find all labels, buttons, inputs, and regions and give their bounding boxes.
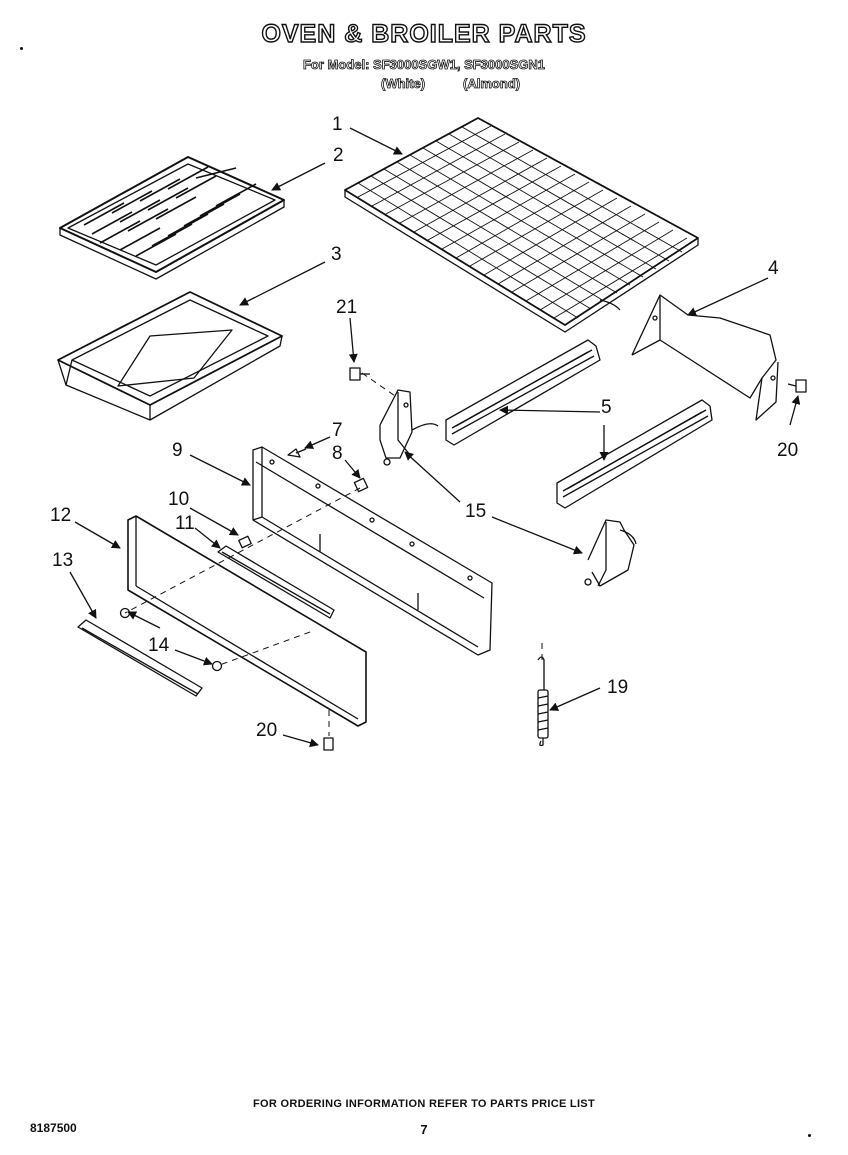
registration-mark xyxy=(20,47,23,50)
broiler-grid xyxy=(59,156,285,280)
broiler-pan xyxy=(57,291,283,421)
callout-19: 19 xyxy=(607,677,628,698)
callout-20-right: 20 xyxy=(777,440,798,461)
callout-10: 10 xyxy=(168,489,189,510)
callout-5: 5 xyxy=(601,397,612,418)
callout-3: 3 xyxy=(331,244,342,265)
callout-1: 1 xyxy=(332,114,343,135)
callout-8: 8 xyxy=(332,443,343,464)
callout-21: 21 xyxy=(336,297,357,318)
callout-2: 2 xyxy=(333,145,344,166)
screw-20-bottom xyxy=(323,737,334,751)
handle-bracket xyxy=(217,545,335,619)
rack-support-lower xyxy=(556,399,713,509)
rack-support-upper xyxy=(445,339,601,446)
ordering-note: FOR ORDERING INFORMATION REFER TO PARTS … xyxy=(253,1098,595,1110)
callout-9: 9 xyxy=(172,440,183,461)
page-title: OVEN & BROILER PARTS xyxy=(261,19,587,48)
nut-14-lower xyxy=(211,660,223,672)
registration-mark xyxy=(808,1134,811,1137)
callout-12: 12 xyxy=(50,505,71,526)
model-line: For Model: SF3000SGW1, SF3000SGN1 xyxy=(302,57,546,73)
door-spring xyxy=(537,656,549,747)
callout-15: 15 xyxy=(465,501,486,522)
variant-almond: (Almond) xyxy=(463,76,521,92)
callout-14: 14 xyxy=(148,635,170,656)
callout-4: 4 xyxy=(768,258,779,279)
rear-bracket xyxy=(631,294,779,421)
page-number: 7 xyxy=(420,1122,428,1137)
callout-13: 13 xyxy=(52,550,73,571)
oven-rack xyxy=(344,117,699,333)
screw-20-right xyxy=(787,379,807,393)
callout-7: 7 xyxy=(332,420,343,441)
outer-door-panel xyxy=(127,515,367,727)
callout-11: 11 xyxy=(175,513,195,534)
door-hinge-left xyxy=(379,389,439,466)
door-hinge-right xyxy=(584,519,637,587)
variant-white: (White) xyxy=(381,76,426,92)
screw-7 xyxy=(287,448,307,458)
screw-21 xyxy=(349,367,370,381)
document-number: 8187500 xyxy=(30,1121,77,1135)
screw-8 xyxy=(353,477,369,493)
inner-door-panel xyxy=(252,446,493,656)
door-trim xyxy=(77,619,203,697)
callout-20-bottom: 20 xyxy=(256,720,277,741)
screw-10 xyxy=(238,535,252,549)
